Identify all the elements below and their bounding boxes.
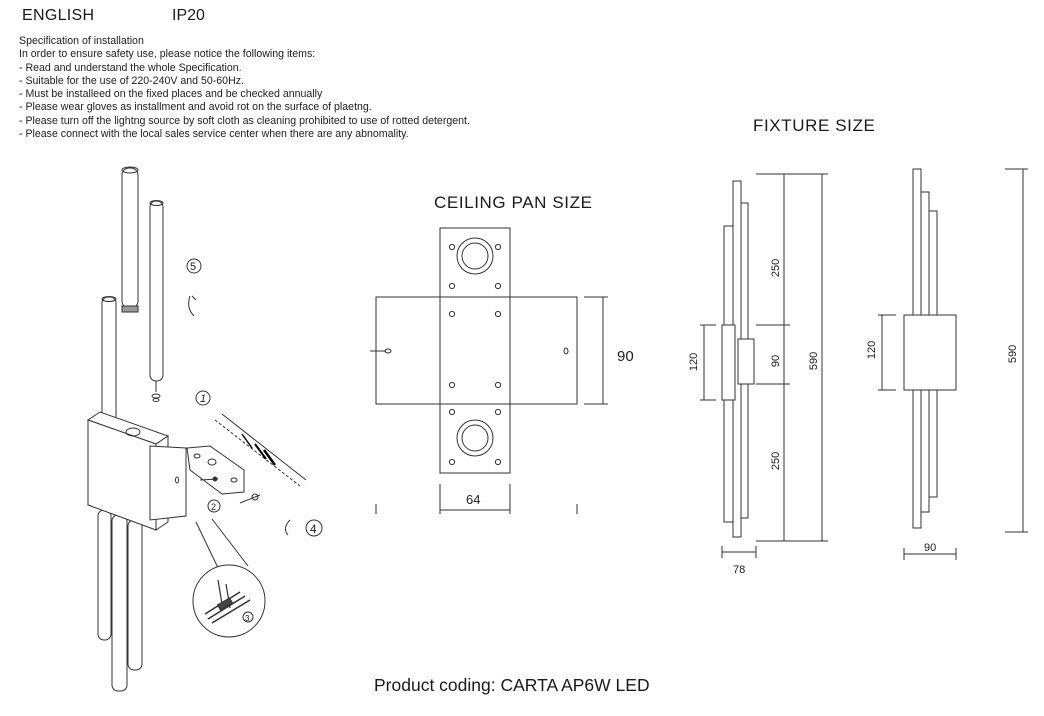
fixture-side-view	[700, 173, 828, 558]
spec-item: - Please turn off the lightng source by …	[19, 114, 470, 127]
side-seg-top-label: 250	[770, 259, 782, 277]
fixture-size-title: FIXTURE SIZE	[753, 116, 876, 135]
spec-item: - Read and understand the whole Specific…	[19, 61, 242, 74]
fixture-front-view	[878, 168, 1028, 560]
ceiling-pan-title: CEILING PAN SIZE	[434, 193, 593, 212]
side-seg-mid-label: 90	[770, 355, 782, 367]
assembly-callout-labels: 5 1 2 4 3	[190, 261, 317, 623]
side-total-label: 590	[808, 352, 820, 370]
callout-2	[207, 499, 221, 513]
front-body-label: 120	[866, 341, 878, 359]
callout-5-label: 5	[190, 261, 196, 273]
language-label: ENGLISH	[22, 7, 95, 24]
installation-specification: Specification of installation In order t…	[19, 35, 470, 141]
spec-title: Specification of installation	[19, 35, 144, 47]
callout-5	[186, 258, 202, 274]
front-total-label: 590	[1007, 345, 1019, 363]
callout-4	[305, 519, 323, 537]
assembly-illustration	[86, 166, 323, 692]
callout-1	[195, 390, 211, 406]
callout-3-label: 3	[245, 614, 250, 623]
side-body-label: 120	[688, 353, 700, 371]
pan-width-label: 64	[466, 492, 480, 507]
front-width-label: 90	[924, 542, 936, 554]
callout-2-label: 2	[211, 502, 216, 512]
callout-1-label: 1	[200, 393, 206, 405]
product-coding: Product coding: CARTA AP6W LED	[374, 675, 650, 695]
pan-height-label: 90	[617, 348, 634, 365]
side-seg-bottom-label: 250	[770, 452, 782, 470]
side-width-label: 78	[733, 564, 745, 576]
spec-item: - Please wear gloves as installment and …	[19, 101, 372, 114]
ip-rating: IP20	[172, 7, 205, 24]
ceiling-pan-drawing	[370, 227, 608, 514]
fixture-front-dimensions: 120 590 90	[866, 341, 1019, 554]
callout-4-label: 4	[310, 522, 317, 536]
spec-item: - Please connect with the local sales se…	[19, 128, 409, 141]
spec-item: - Must be installeed on the fixed places…	[19, 88, 323, 101]
fixture-side-dimensions: 250 90 250 590 120 78	[688, 259, 820, 576]
spec-intro: In order to ensure safety use, please no…	[19, 48, 316, 61]
spec-item: - Suitable for the use of 220-240V and 5…	[19, 74, 244, 87]
